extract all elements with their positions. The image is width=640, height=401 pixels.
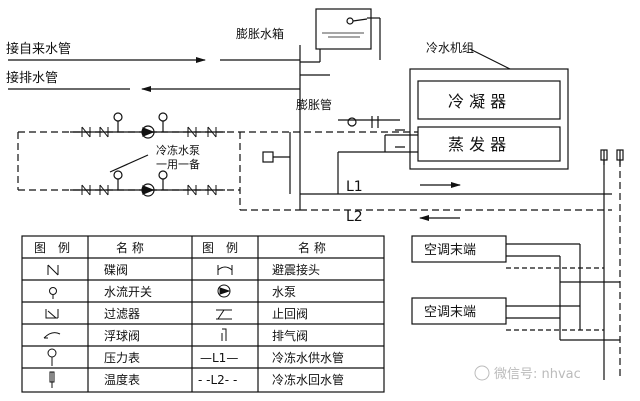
wechat-icon [474, 365, 490, 381]
l1-label: L1 [346, 179, 363, 195]
drain-label: 接排水管 [6, 70, 58, 86]
check-valve-icon [216, 309, 232, 320]
pump-note-2: 一用一备 [156, 157, 200, 171]
terminal-2-label: 空调末端 [424, 305, 476, 320]
strainer-icon [45, 309, 59, 319]
butterfly-valve-icon [47, 264, 59, 276]
legend-table [21, 235, 385, 393]
evaporator-label: 蒸 发 器 [448, 135, 506, 154]
legend-symbol-l2: - -L2- - [198, 373, 237, 387]
condenser-label: 冷 凝 器 [448, 92, 506, 111]
pump-note-1: 冷冻水泵 [156, 143, 200, 157]
legend-header-symbol-1: 图 例 [34, 241, 70, 255]
l2-label: L2 [346, 209, 363, 225]
legend-header-name-2: 名 称 [298, 240, 326, 255]
expansion-tank [315, 8, 372, 50]
ahu-terminal-1 [411, 235, 507, 263]
shock-joint-icon [217, 265, 233, 275]
legend-header-name-1: 名 称 [116, 240, 144, 255]
float-ball-icon [346, 17, 354, 25]
legend-name: 压力表 [104, 351, 140, 365]
watermark: 微信号: nhvac [494, 367, 581, 382]
legend-header-symbol-2: 图 例 [202, 241, 238, 255]
legend-name: 过滤器 [104, 307, 140, 321]
legend-name: 水流开关 [104, 285, 152, 299]
evaporator [417, 126, 561, 162]
legend-name: 水泵 [272, 285, 296, 299]
chiller-unit-label: 冷水机组 [426, 41, 474, 55]
ahu-terminal-2 [411, 297, 507, 325]
tap-water-label: 接自来水管 [6, 41, 71, 57]
legend-name: 温度表 [104, 372, 140, 387]
legend-name: 冷冻水供水管 [272, 350, 344, 365]
legend-name: 冷冻水回水管 [272, 372, 344, 387]
legend-name: 排气阀 [272, 328, 308, 343]
expansion-tank-label: 膨胀水箱 [236, 26, 284, 41]
legend-name: 避震接头 [272, 262, 320, 277]
chiller-unit [409, 68, 569, 170]
expansion-pipe-label: 膨胀管 [296, 97, 332, 112]
pressure-gauge-icon [47, 348, 57, 358]
float-valve-icon [43, 332, 61, 339]
legend-name: 碟阀 [104, 263, 128, 277]
legend-name: 止回阀 [272, 307, 308, 321]
flow-switch-icon [49, 287, 57, 295]
condenser [417, 80, 561, 120]
legend-symbol-l1: —L1— [200, 351, 238, 365]
legend-name: 浮球阀 [104, 329, 140, 343]
air-vent-icon [221, 328, 227, 341]
terminal-1-label: 空调末端 [424, 243, 476, 258]
